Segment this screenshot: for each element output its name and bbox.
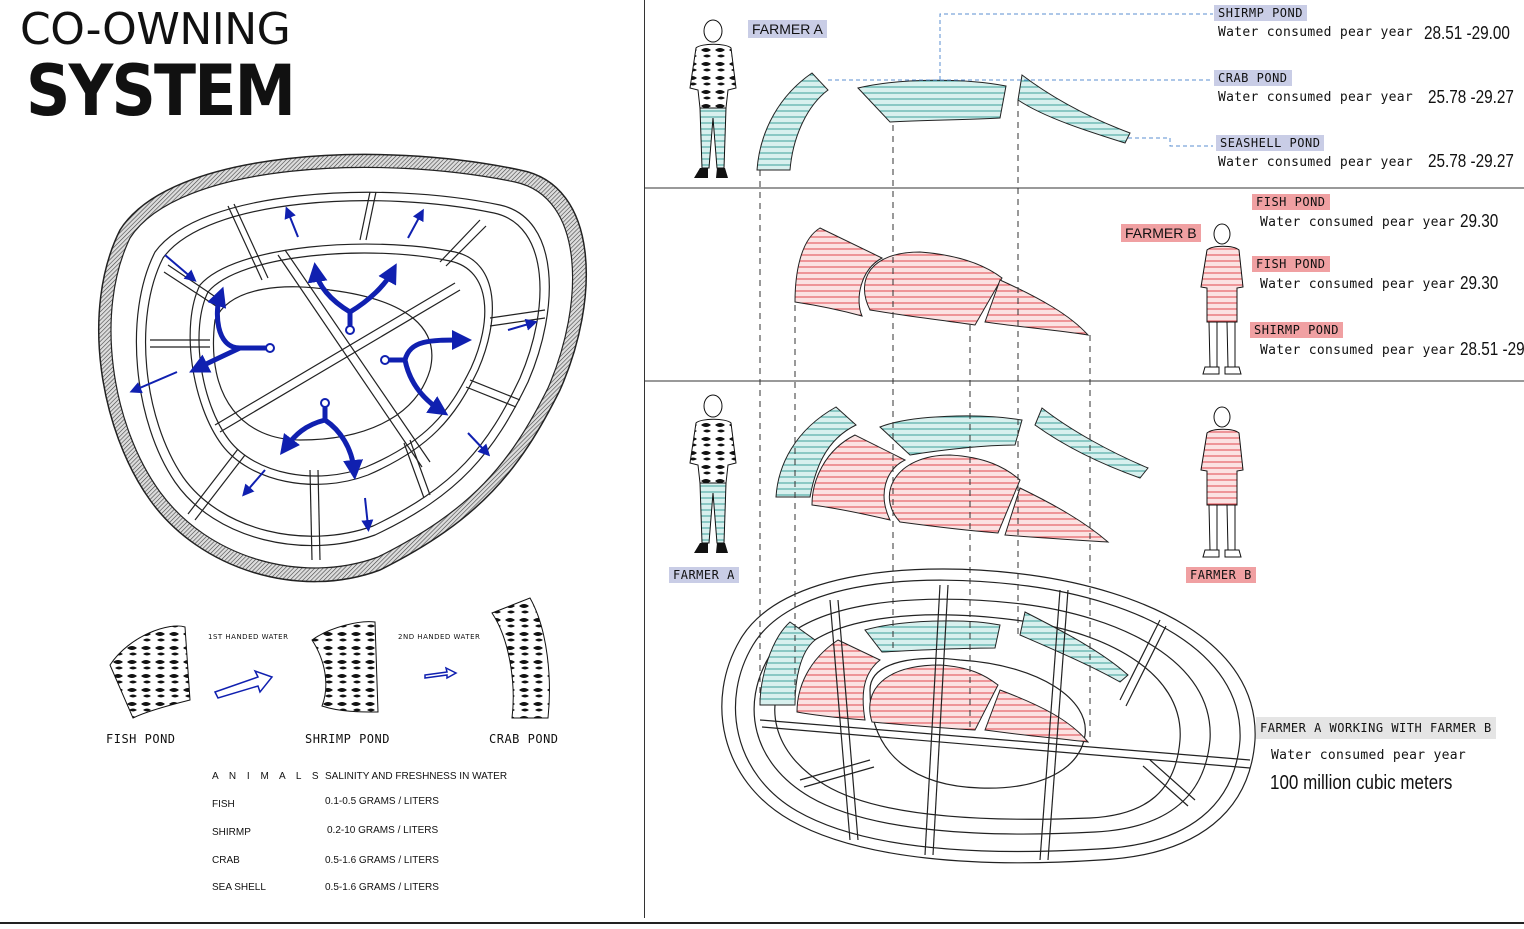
consumption-value: 25.78 -29.27 <box>1428 87 1514 107</box>
table-header-animals: A N I M A L S <box>212 771 323 782</box>
farmer-a-tag-top: FARMER A <box>748 20 827 38</box>
pond-tag: SEASHELL POND <box>1216 135 1325 151</box>
table-row-animal: FISH <box>212 799 235 810</box>
summary-label: Water consumed pear year <box>1271 748 1467 763</box>
flow-step-2-label: 2ND HANDED WATER <box>398 633 481 641</box>
bottom-rule <box>0 922 1524 924</box>
consumption-value: 29.30 <box>1460 211 1499 231</box>
pond-tag: CRAB POND <box>1214 70 1292 86</box>
table-row-animal: SEA SHELL <box>212 882 266 893</box>
flow-pond-shrimp: SHRIMP POND <box>305 732 390 746</box>
pond-tag: FISH POND <box>1252 194 1330 210</box>
callout-lines <box>828 13 1213 147</box>
consumption-value: 25.78 -29.27 <box>1428 151 1514 171</box>
farmer-b-tag-bottom: FARMER B <box>1186 567 1256 583</box>
table-row-value: 0.5-1.6 GRAMS / LITERS <box>325 855 439 866</box>
vertical-divider <box>644 0 645 918</box>
farmer-b-figure-bottom <box>1200 406 1244 558</box>
crab-pond-shape <box>491 597 550 719</box>
flow-pond-crab: CRAB POND <box>489 732 559 746</box>
farmer-a-figure-top <box>689 19 737 178</box>
title-line-2: SYSTEM <box>26 50 296 132</box>
flow-arrow-2 <box>424 666 458 680</box>
farmer-b-tag-top: FARMER B <box>1121 224 1201 242</box>
flow-arrow-1 <box>213 669 274 699</box>
shrimp-pond-shape <box>311 621 379 713</box>
consumption-label: Water consumed pear year <box>1218 155 1414 170</box>
pond-flow <box>109 597 550 719</box>
summary-value: 100 million cubic meters <box>1270 772 1453 794</box>
farmer-a-ponds <box>756 72 1131 171</box>
table-row-value: 0.1-0.5 GRAMS / LITERS <box>325 796 439 807</box>
consumption-label: Water consumed pear year <box>1260 277 1456 292</box>
table-header-salinity: SALINITY AND FRESHNESS IN WATER <box>325 771 508 782</box>
consumption-value: 28.51 -29 <box>1460 339 1524 359</box>
table-row-animal: CRAB <box>212 855 240 866</box>
title-line-1: CO-OWNING <box>20 4 291 55</box>
consumption-label: Water consumed pear year <box>1260 343 1456 358</box>
farmer-a-figure-bottom <box>689 394 737 553</box>
pond-tag: FISH POND <box>1252 256 1330 272</box>
pond-plan <box>98 153 587 583</box>
fish-pond-shape <box>109 625 191 719</box>
consumption-label: Water consumed pear year <box>1260 215 1456 230</box>
table-row-animal: SHIRMP <box>212 827 251 838</box>
flow-step-1-label: 1ST HANDED WATER <box>208 633 289 641</box>
farmer-b-figure-top <box>1200 223 1244 375</box>
flow-pond-fish: FISH POND <box>106 732 176 746</box>
pond-tag: SHIRMP POND <box>1214 5 1307 21</box>
summary-tag: FARMER A WORKING WITH FARMER B <box>1256 717 1496 739</box>
consumption-value: 28.51 -29.00 <box>1424 23 1510 43</box>
projection-lines <box>759 100 1091 742</box>
consumption-label: Water consumed pear year <box>1218 90 1414 105</box>
farmer-b-ponds <box>794 227 1090 336</box>
pond-tag: SHIRMP POND <box>1250 322 1343 338</box>
farmer-a-tag-bottom: FARMER A <box>669 567 739 583</box>
table-row-value: 0.5-1.6 GRAMS / LITERS <box>325 882 439 893</box>
table-row-value: 0.2-10 GRAMS / LITERS <box>327 825 439 836</box>
consumption-label: Water consumed pear year <box>1218 25 1414 40</box>
consumption-value: 29.30 <box>1460 273 1499 293</box>
combined-ponds <box>721 406 1256 864</box>
